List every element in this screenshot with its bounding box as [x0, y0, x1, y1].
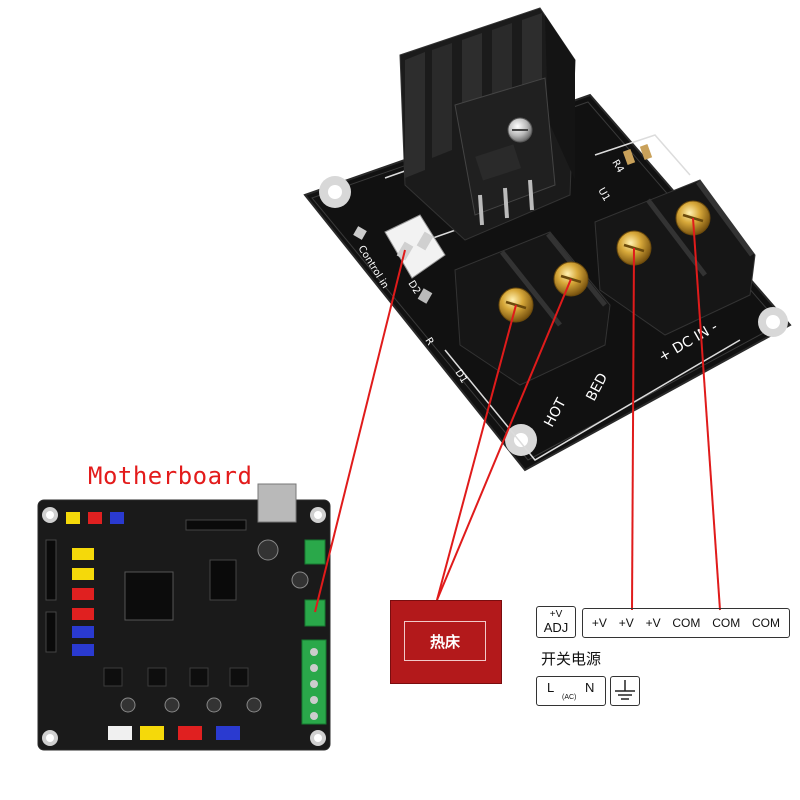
usb-port — [257, 483, 297, 523]
motherboard — [37, 483, 331, 751]
psu-ground-terminal — [610, 676, 640, 706]
mosfet-module: HOT BED + DC IN - Control in U1 R4 D2 D1… — [303, 7, 792, 472]
motherboard-title: Motherboard — [88, 462, 253, 490]
psu-ac-label: (AC) — [562, 694, 577, 701]
psu-terminal: COM — [672, 616, 701, 630]
wire-hot — [436, 304, 517, 601]
psu-terminal: +V — [645, 616, 661, 630]
psu-ac-input: L N (AC) — [536, 676, 606, 706]
motherboard-pcb — [37, 499, 331, 751]
psu-adj-terminal: +V ADJ — [536, 606, 576, 638]
wiring — [314, 217, 721, 613]
wire-control-signal — [314, 249, 406, 613]
psu-adj-top: +V — [549, 609, 563, 620]
mosfet-transistor — [454, 77, 556, 226]
psu-adj-bottom: ADJ — [543, 620, 569, 635]
psu-terminal: +V — [591, 616, 607, 630]
psu-ac-n: N — [585, 680, 595, 695]
wire-dc-plus — [631, 247, 635, 611]
mounting-hole — [319, 176, 351, 208]
psu-terminal: COM — [712, 616, 741, 630]
psu-ac-l: L — [547, 680, 555, 695]
psu-terminal: COM — [752, 616, 781, 630]
wire-dc-minus — [692, 217, 721, 611]
mounting-hole — [758, 307, 788, 337]
microcontroller-chip — [124, 571, 174, 621]
heated-bed-label: 热床 — [404, 621, 486, 661]
label-r: R — [422, 336, 435, 348]
motherboard-heatbed-terminal — [304, 599, 326, 627]
ground-icon — [615, 680, 635, 700]
psu-terminal: +V — [618, 616, 634, 630]
psu-output-terminals: +V +V +V COM COM COM — [582, 608, 790, 638]
wire-bed — [436, 278, 572, 601]
psu-name: 开关电源 — [541, 650, 602, 668]
heated-bed-box: 热床 — [390, 600, 502, 684]
